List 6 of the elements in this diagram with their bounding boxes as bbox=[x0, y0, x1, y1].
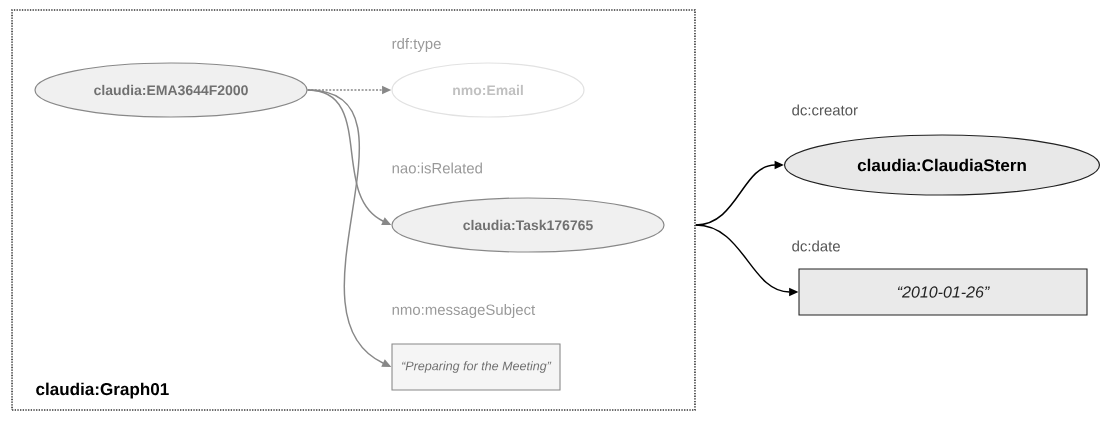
graph-label: claudia:Graph01 bbox=[36, 382, 169, 399]
literal-box: “Preparing for the Meeting” bbox=[391, 343, 561, 391]
edge-label: dc:date bbox=[790, 239, 842, 253]
literal-box: “2010-01-26” bbox=[798, 268, 1088, 316]
edge-label: dc:creator bbox=[790, 103, 860, 117]
edge-label: nao:isRelated bbox=[390, 161, 485, 175]
